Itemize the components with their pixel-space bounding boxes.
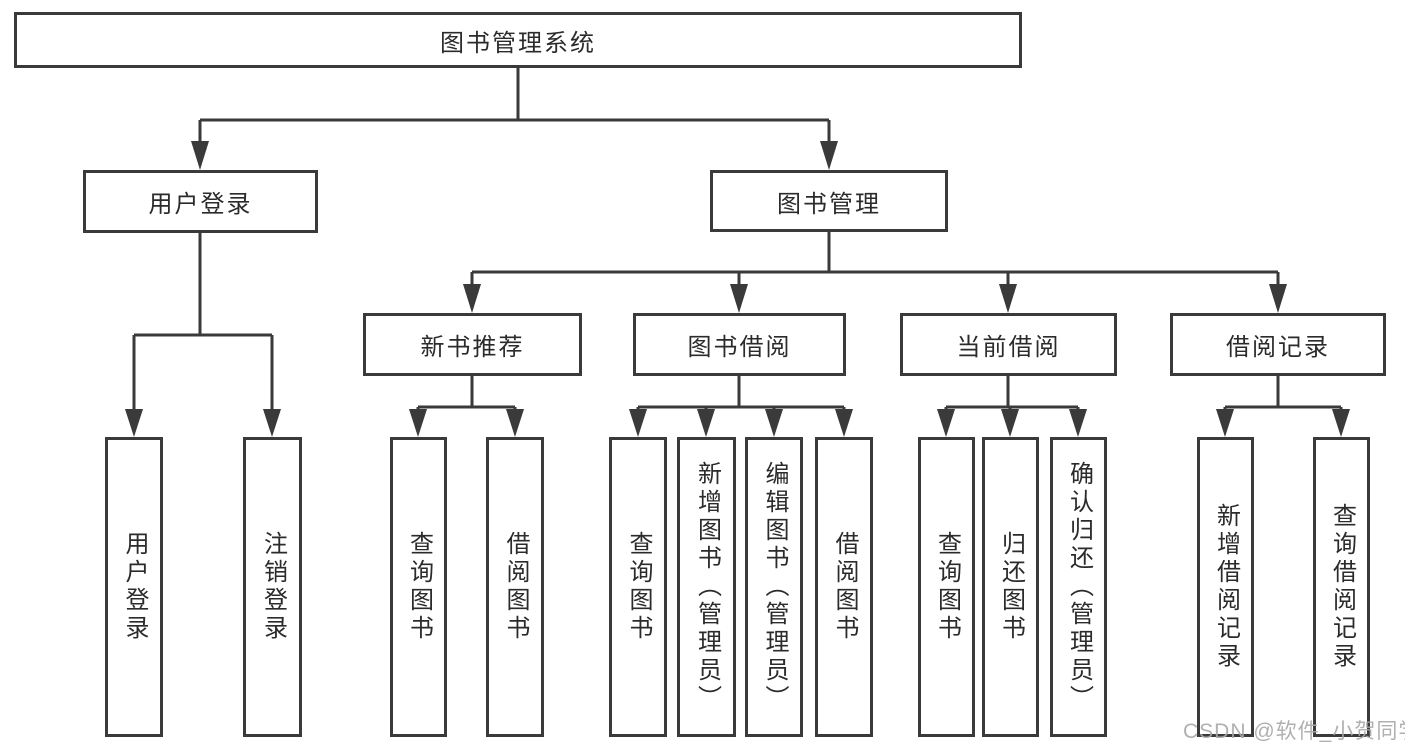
leaf-add-borrow-record: 新增借阅记录 [1197, 437, 1254, 737]
leaf-borrow-books-recommend: 借阅图书 [486, 437, 544, 737]
node-new-book-recommend: 新书推荐 [363, 313, 582, 376]
node-borrowing-records: 借阅记录 [1170, 313, 1386, 376]
leaf-logout: 注销登录 [243, 437, 302, 737]
node-root-label: 图书管理系统 [440, 29, 596, 57]
leaf-query-borrow-record-label: 查询借阅记录 [1328, 503, 1356, 671]
csdn-watermark: CSDN @软件_小贺同学 [1183, 720, 1405, 743]
leaf-borrow-books-label: 借阅图书 [831, 531, 858, 643]
leaf-query-books-current-label: 查询图书 [933, 531, 961, 643]
leaf-query-books-recommend-label: 查询图书 [405, 531, 433, 643]
leaf-borrow-books: 借阅图书 [815, 437, 873, 737]
node-book-management: 图书管理 [710, 170, 948, 232]
leaf-return-books-label: 归还图书 [997, 531, 1025, 643]
arrowhead-icons [125, 141, 1350, 437]
leaf-query-books-borrow: 查询图书 [609, 437, 667, 737]
leaf-add-books-admin-label: 新增图书（管理员） [693, 461, 721, 713]
leaf-query-books-current: 查询图书 [918, 437, 975, 737]
leaf-edit-books-admin-label: 编辑图书（管理员） [761, 461, 788, 713]
leaf-return-books: 归还图书 [982, 437, 1039, 737]
node-book-borrowing: 图书借阅 [633, 313, 846, 376]
node-user-login: 用户登录 [83, 170, 318, 233]
leaf-add-books-admin: 新增图书（管理员） [677, 437, 736, 737]
leaf-user-login-label: 用户登录 [121, 531, 148, 643]
leaf-confirm-return-admin-label: 确认归还（管理员） [1065, 461, 1093, 713]
leaf-logout-label: 注销登录 [259, 531, 287, 643]
leaf-query-books-borrow-label: 查询图书 [625, 531, 652, 643]
node-new-book-recommend-label: 新书推荐 [420, 334, 525, 361]
leaf-add-borrow-record-label: 新增借阅记录 [1212, 503, 1240, 671]
leaf-query-borrow-record: 查询借阅记录 [1313, 437, 1370, 737]
node-current-borrowing-label: 当前借阅 [956, 334, 1061, 361]
leaf-edit-books-admin: 编辑图书（管理员） [745, 437, 803, 737]
leaf-user-login: 用户登录 [105, 437, 163, 737]
leaf-confirm-return-admin: 确认归还（管理员） [1050, 437, 1107, 737]
node-borrowing-records-label: 借阅记录 [1226, 334, 1330, 361]
leaf-query-books-recommend: 查询图书 [390, 437, 447, 737]
node-current-borrowing: 当前借阅 [900, 313, 1117, 376]
node-root-system: 图书管理系统 [14, 12, 1022, 68]
node-book-borrowing-label: 图书借阅 [687, 334, 792, 361]
leaf-borrow-books-recommend-label: 借阅图书 [502, 531, 529, 643]
node-user-login-label: 用户登录 [148, 191, 253, 218]
node-book-management-label: 图书管理 [777, 190, 881, 218]
